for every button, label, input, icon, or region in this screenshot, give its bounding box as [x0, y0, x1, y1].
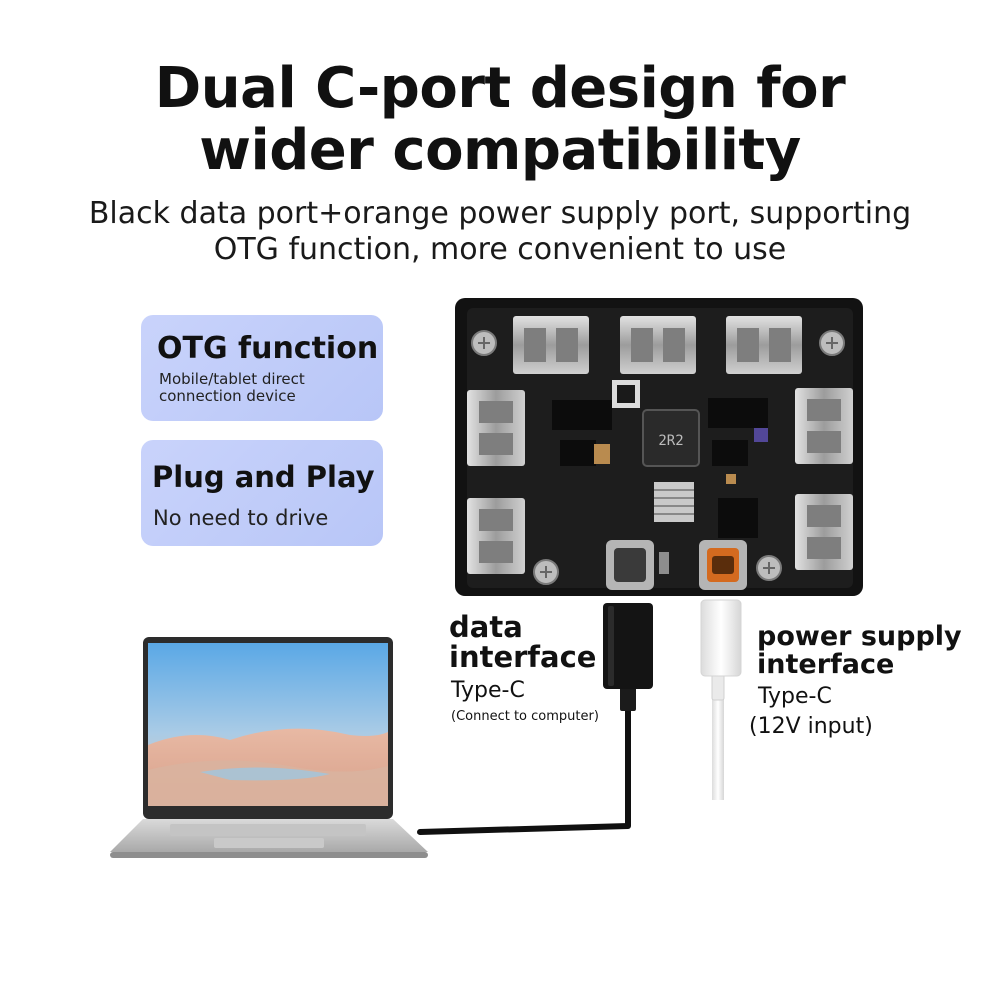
heatsink [654, 482, 694, 522]
page-title: Dual C-port design for wider compatibili… [0, 58, 1000, 182]
board-usb-c-ports [606, 540, 747, 590]
data-cable [417, 603, 653, 835]
inductor [642, 409, 700, 467]
title-line-2: wider compatibility [199, 118, 801, 183]
usb-hub-board: 2R2 [455, 298, 863, 596]
right-usb-ports [795, 388, 853, 570]
subtitle-line-1: Black data port+orange power supply port… [88, 196, 912, 231]
plug-card-title: Plug and Play [152, 460, 375, 494]
otg-card-title: OTG function [157, 331, 379, 366]
otg-feature-card: OTG function Mobile/tablet direct connec… [141, 315, 383, 421]
data-cable-plug [603, 603, 653, 689]
power-interface-label-line-2: interface [757, 649, 895, 680]
power-interface-note: (12V input) [749, 714, 873, 739]
otg-desc-line-1: Mobile/tablet direct [159, 370, 305, 388]
data-interface-note: (Connect to computer) [451, 709, 599, 724]
power-interface-label-line-1: power supply [757, 621, 962, 652]
power-cable [700, 599, 742, 800]
plug-card-description: No need to drive [153, 506, 329, 530]
otg-desc-line-2: connection device [159, 387, 296, 405]
board-screws [471, 330, 845, 585]
title-line-1: Dual C-port design for [154, 56, 846, 121]
power-interface-type: Type-C [758, 684, 832, 709]
laptop [110, 637, 428, 858]
top-usb-ports [513, 316, 802, 374]
page-subtitle: Black data port+orange power supply port… [0, 196, 1000, 268]
inductor-label: 2R2 [658, 433, 683, 449]
plug-and-play-feature-card: Plug and Play No need to drive [141, 440, 383, 546]
otg-card-description: Mobile/tablet direct connection device [159, 371, 305, 405]
board-components: 2R2 [552, 380, 768, 538]
left-usb-ports [467, 390, 525, 574]
laptop-touchpad [214, 838, 324, 848]
power-cable-plug [700, 599, 742, 677]
data-interface-type: Type-C [451, 678, 525, 703]
data-interface-label-line-2: interface [449, 640, 597, 674]
subtitle-line-2: OTG function, more convenient to use [213, 232, 787, 267]
data-interface-label-line-1: data [449, 610, 523, 644]
